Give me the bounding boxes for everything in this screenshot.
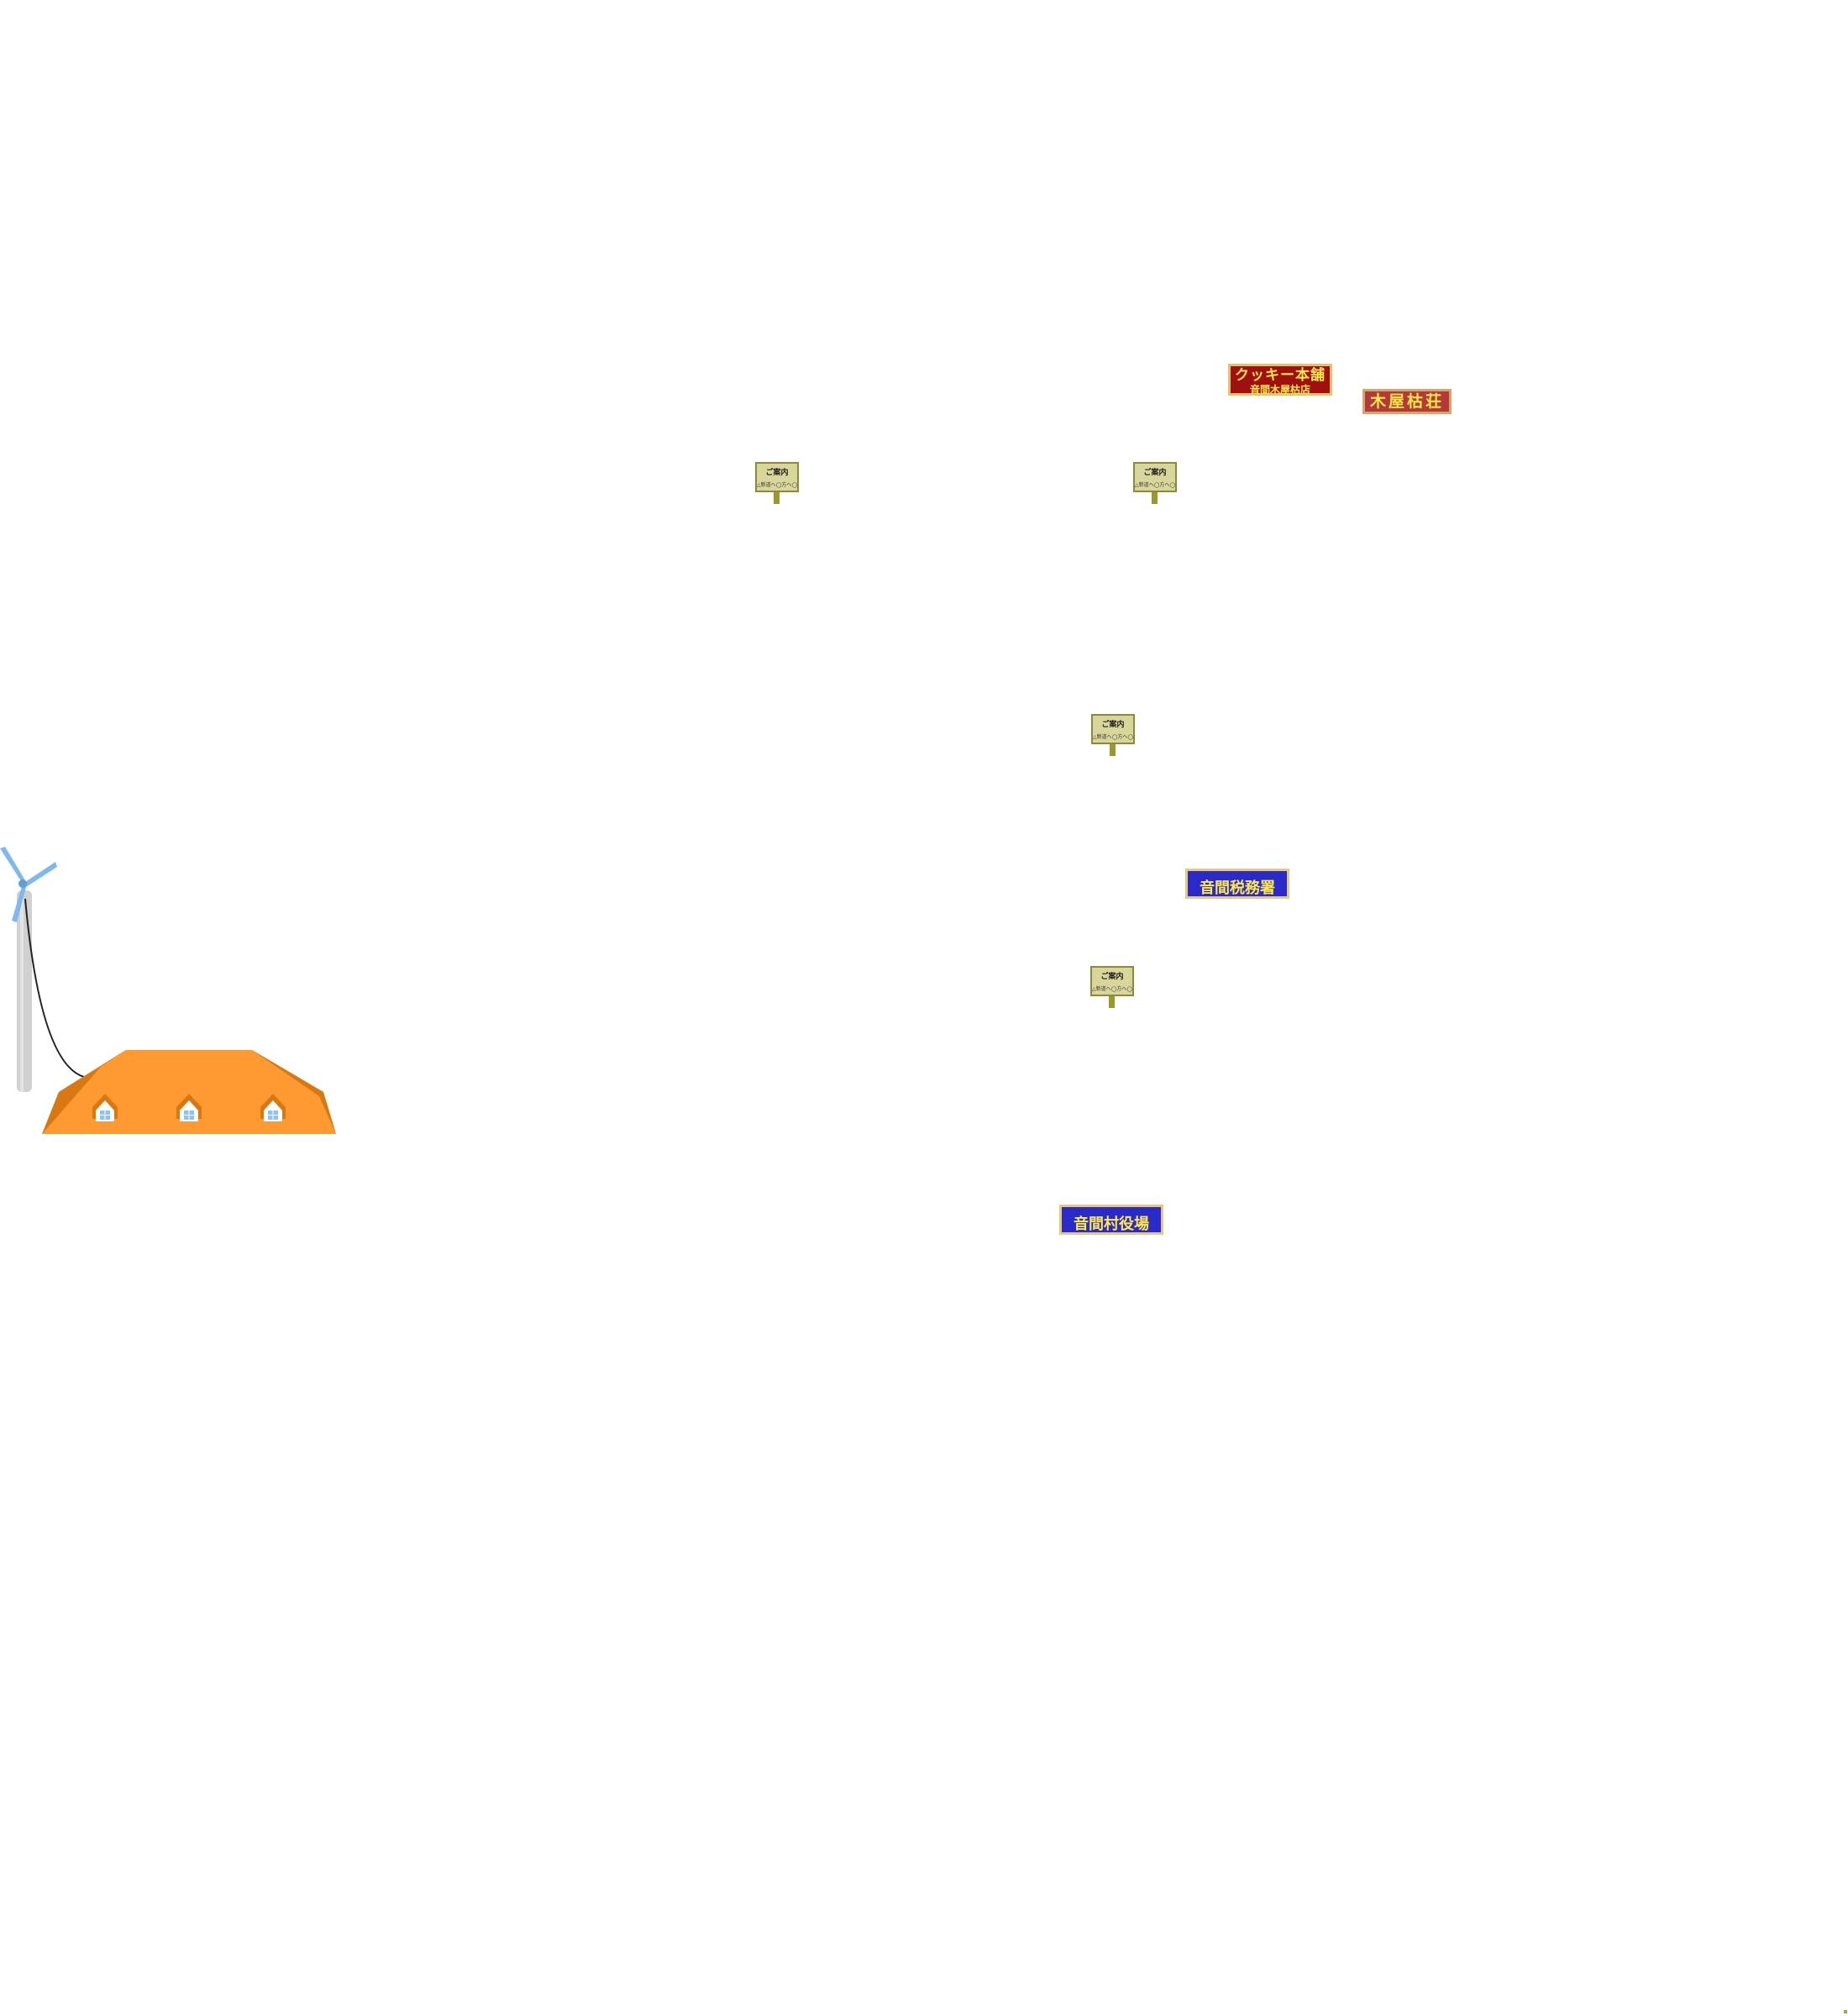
tax-office-sign[interactable]: 音間税務署 <box>1185 869 1289 899</box>
guide-board-post <box>1152 492 1158 504</box>
cookie-shop-sign-subtitle: 音間木屋枯店 <box>1249 384 1310 396</box>
guide-board-post <box>1110 744 1116 756</box>
guide-board[interactable]: ご案内 △新道へ◯方へ◯所 <box>1090 966 1134 1008</box>
turbine-blade <box>0 847 25 884</box>
turbine-hub <box>18 879 27 888</box>
dormer-window <box>92 1094 118 1121</box>
inn-sign[interactable]: 木屋枯荘 <box>1362 389 1452 414</box>
cookie-shop-sign-title: クッキー本舗 <box>1235 367 1326 384</box>
guide-board-text: △新道へ◯方へ◯所 <box>1093 734 1133 740</box>
roof-shadow-left <box>42 1050 126 1134</box>
guide-board-title: ご案内 <box>1101 721 1125 729</box>
guide-board-text: △新道へ◯方へ◯所 <box>757 482 797 488</box>
power-cable <box>24 898 85 1078</box>
guide-board-post <box>1109 996 1115 1008</box>
guide-board-title: ご案内 <box>1100 973 1124 981</box>
cookie-shop-sign[interactable]: クッキー本舗 音間木屋枯店 <box>1228 364 1332 396</box>
turbine-blade <box>23 862 57 887</box>
turbine-blade <box>12 884 26 922</box>
guide-board[interactable]: ご案内 △新道へ◯方へ◯所 <box>1133 462 1177 504</box>
turbine-tower <box>17 890 32 1092</box>
village-office-sign[interactable]: 音間村役場 <box>1059 1205 1163 1235</box>
guide-board-panel: ご案内 △新道へ◯方へ◯所 <box>1091 714 1135 744</box>
guide-board-panel: ご案内 △新道へ◯方へ◯所 <box>1090 966 1134 996</box>
wind-turbine[interactable] <box>0 847 57 1092</box>
guide-board-panel: ご案内 △新道へ◯方へ◯所 <box>755 462 799 492</box>
guide-board-text: △新道へ◯方へ◯所 <box>1092 986 1132 992</box>
guide-board-post <box>774 492 780 504</box>
map-corner-marker <box>1844 2010 1847 2013</box>
dormer-window <box>176 1094 202 1121</box>
guide-board[interactable]: ご案内 △新道へ◯方へ◯所 <box>755 462 799 504</box>
orange-roof-building[interactable] <box>42 1050 336 1134</box>
dormer-window <box>260 1094 286 1121</box>
guide-board-text: △新道へ◯方へ◯所 <box>1135 482 1175 488</box>
guide-board-title: ご案内 <box>1143 469 1167 477</box>
guide-board-panel: ご案内 △新道へ◯方へ◯所 <box>1133 462 1177 492</box>
guide-board-title: ご案内 <box>765 469 789 477</box>
turbine-tower-highlight <box>20 890 24 1092</box>
guide-board[interactable]: ご案内 △新道へ◯方へ◯所 <box>1091 714 1135 756</box>
scenery-windmill-building <box>0 847 336 1134</box>
roof-shadow-right <box>252 1050 336 1134</box>
